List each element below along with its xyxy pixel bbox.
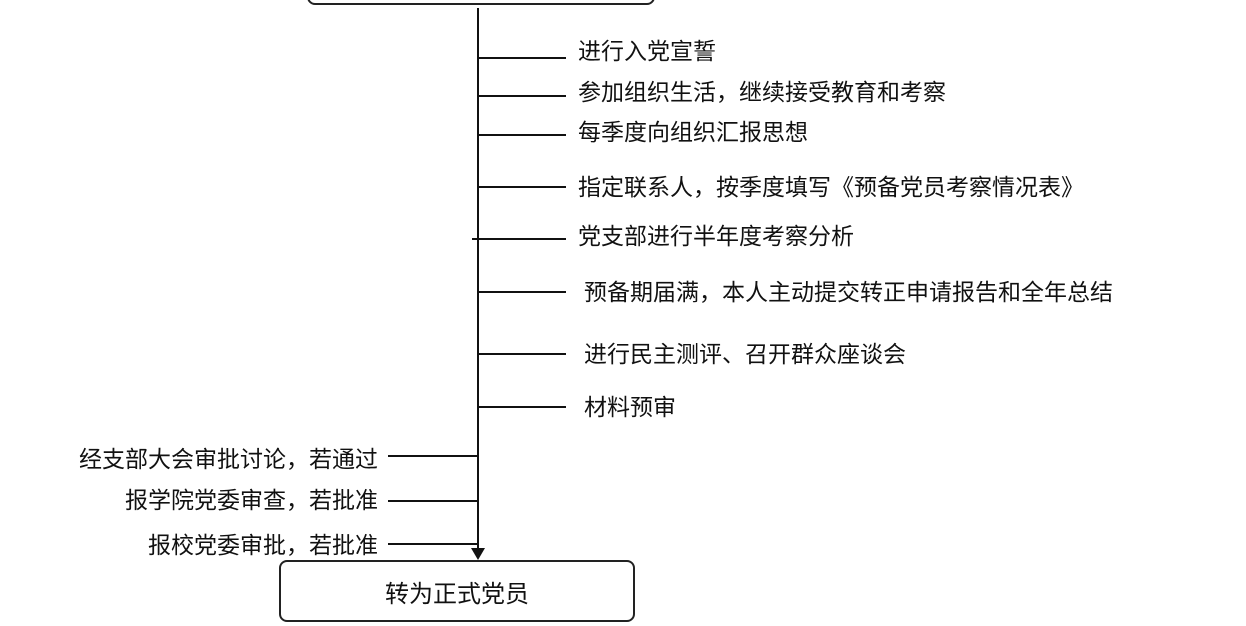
previous-stage-box <box>307 0 655 5</box>
main-flow-line <box>477 8 479 553</box>
step-half-year-analysis: 党支部进行半年度考察分析 <box>578 224 854 250</box>
branch-line <box>388 455 478 457</box>
final-stage-box: 转为正式党员 <box>279 560 635 622</box>
branch-line <box>388 543 478 545</box>
branch-line <box>478 134 566 136</box>
step-material-review: 材料预审 <box>584 395 676 421</box>
branch-line <box>478 57 566 59</box>
arrow-down-icon <box>471 548 485 560</box>
step-quarterly-report: 每季度向组织汇报思想 <box>578 120 808 146</box>
step-contact-person: 指定联系人，按季度填写《预备党员考察情况表》 <box>578 175 1084 201</box>
branch-line <box>388 500 478 502</box>
branch-line <box>478 406 566 408</box>
step-college-review: 报学院党委审查，若批准 <box>125 488 378 514</box>
branch-line <box>478 186 566 188</box>
step-school-approval: 报校党委审批，若批准 <box>148 533 378 559</box>
branch-line <box>472 238 566 240</box>
branch-line <box>478 291 566 293</box>
step-probation-complete: 预备期届满，本人主动提交转正申请报告和全年总结 <box>584 280 1113 306</box>
branch-line <box>478 353 566 355</box>
step-branch-meeting: 经支部大会审批讨论，若通过 <box>79 447 378 473</box>
step-organization-life: 参加组织生活，继续接受教育和考察 <box>578 80 946 106</box>
step-oath: 进行入党宣誓 <box>578 39 716 65</box>
step-democratic-evaluation: 进行民主测评、召开群众座谈会 <box>584 342 906 368</box>
final-stage-label: 转为正式党员 <box>385 579 529 608</box>
branch-line <box>478 95 566 97</box>
